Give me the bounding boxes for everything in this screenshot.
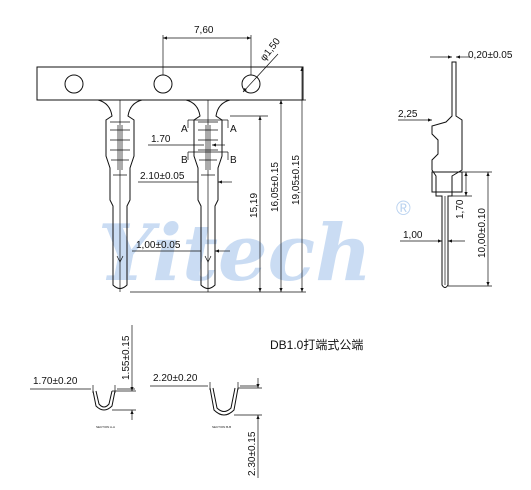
dim-pitch: 7,60 [194, 25, 214, 36]
dim-thickness: 0,20±0.05 [468, 50, 513, 61]
section-a-mark-right: A [230, 124, 237, 135]
side-view-barrel [431, 171, 463, 193]
section-b-width: 2.20±0.20 [153, 373, 198, 384]
section-a-width: 1.70±0.20 [33, 376, 78, 387]
dim-offset: 2,25 [398, 109, 418, 120]
carrier-strip [36, 66, 304, 101]
dim-length-1605: 16,05±0.15 [270, 162, 281, 212]
front-view: A A B B 7,60 φ1,50 1.70 2.10±0.05 1,00±0… [36, 25, 306, 293]
pilot-hole-1 [64, 74, 84, 94]
section-a-mark-left: A [181, 124, 188, 135]
dim-width-170: 1.70 [151, 134, 171, 145]
section-b-height: 2.30±0.15 [247, 431, 258, 476]
section-b-label: SECTION B-B [212, 425, 231, 429]
section-b-view: 2.20±0.20 2.30±0.15 SECTION B-B [150, 373, 262, 478]
watermark-brand: Yitech [98, 208, 372, 299]
section-b-mark-left: B [181, 155, 188, 166]
dim-width-210: 2.10±0.05 [140, 171, 185, 182]
dim-side-pin: 1,00 [403, 230, 423, 241]
terminal-left [97, 99, 143, 292]
dim-length-1519: 15,19 [249, 193, 260, 218]
section-a-view: 1.70±0.20 1.55±0.15 SECTION A-A [30, 325, 136, 429]
terminal-right [185, 99, 231, 292]
dim-hole-diameter: φ1,50 [258, 36, 283, 64]
dim-side-170: 1,70 [455, 199, 466, 219]
side-view: 0,20±0.05 2,25 1,00 1,70 10,00±0.10 [398, 50, 513, 288]
section-a-label: SECTION A-A [96, 425, 115, 429]
drawing-caption: DB1.0打端式公端 [270, 338, 363, 352]
watermark: Yitech ® [98, 198, 411, 299]
watermark-registered-mark: ® [396, 198, 411, 220]
section-a-height: 1.55±0.15 [121, 335, 132, 380]
dim-side-1000: 10,00±0.10 [477, 208, 488, 258]
dim-length-1905: 19,05±0.15 [291, 155, 302, 205]
dim-pin-width: 1,00±0.05 [136, 240, 181, 251]
section-b-mark-right: B [230, 155, 237, 166]
pilot-hole-2 [153, 74, 173, 94]
